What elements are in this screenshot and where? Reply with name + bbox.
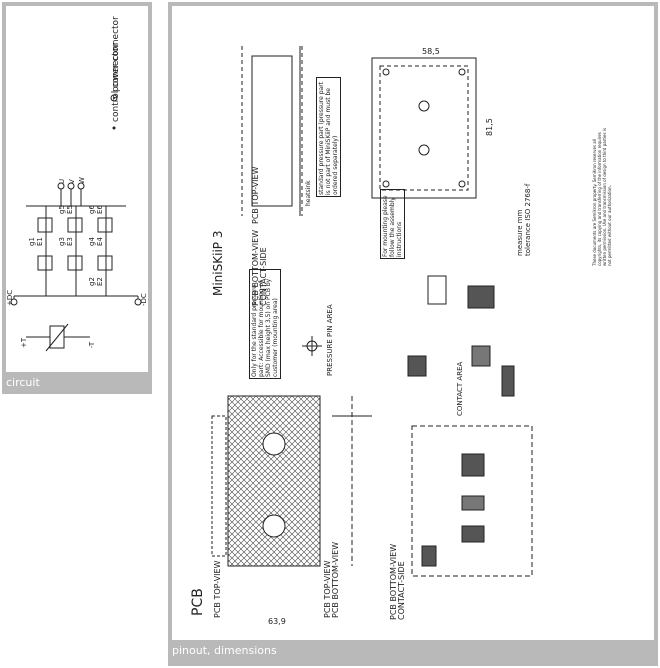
pressure-pin-area-label: PRESSURE PIN AREA bbox=[326, 304, 334, 376]
pcb-bottom-view-upper-label: PCB BOTTOM-VIEW bbox=[251, 230, 260, 306]
copyright-note: These documents are Semikron property. S… bbox=[592, 127, 612, 266]
pin-label-minus-t: -T bbox=[88, 341, 96, 348]
dimension-width: 58,5 bbox=[422, 47, 440, 56]
pinout-panel: MiniSKiiP 3 PCB PCB TOP-VIEW PCB TOP-VIE… bbox=[168, 2, 658, 666]
pinout-drawing: MiniSKiiP 3 PCB PCB TOP-VIEW PCB TOP-VIE… bbox=[190, 46, 612, 626]
dimension-bottom: 63,9 bbox=[268, 617, 286, 626]
pcb-bottom-view-cut-label: PCB BOTTOM-VIEW bbox=[331, 542, 340, 618]
circuit-panel: +DC -DC U V W +T -T g1 E1 g2 E2 g3 E3 g4… bbox=[2, 2, 152, 394]
pcb-label: PCB bbox=[190, 588, 206, 616]
pin-label-u: U bbox=[58, 179, 66, 184]
pin-label-g2: g2 bbox=[88, 277, 96, 286]
pin-label-e3: E3 bbox=[66, 237, 74, 246]
circuit-diagram-area: +DC -DC U V W +T -T g1 E1 g2 E2 g3 E3 g4… bbox=[6, 6, 148, 372]
pin-label-plus-t: +T bbox=[20, 337, 28, 348]
tolerance-note: tolerance ISO 2768-f bbox=[524, 183, 532, 256]
pinout-caption: pinout, dimensions bbox=[172, 644, 277, 657]
pinout-drawing-area: MiniSKiiP 3 PCB PCB TOP-VIEW PCB TOP-VIE… bbox=[172, 6, 654, 640]
mounting-area-note: Only for the standard pressure part: Acc… bbox=[249, 269, 281, 379]
pin-label-minus-dc: -DC bbox=[140, 293, 148, 306]
pin-label-g4: g4 bbox=[88, 237, 96, 246]
pcb-top-view-label: PCB TOP-VIEW bbox=[213, 560, 222, 618]
pressure-part-top-view-label: PCB TOP-VIEW bbox=[251, 166, 260, 224]
pin-label-e6: E6 bbox=[96, 205, 104, 214]
pin-label-e2: E2 bbox=[96, 277, 104, 286]
pin-label-g6: g6 bbox=[88, 205, 96, 214]
legend-power-connector: power connector bbox=[111, 16, 121, 92]
dimension-height: 81,5 bbox=[485, 118, 494, 136]
pcb-top-view-cut-label: PCB TOP-VIEW bbox=[323, 560, 332, 618]
pin-label-e5: E5 bbox=[66, 205, 74, 214]
legend-control-connector: control connector bbox=[111, 43, 121, 122]
contact-area-label: CONTACT AREA bbox=[456, 362, 464, 416]
pin-label-plus-dc: +DC bbox=[6, 290, 14, 306]
pressure-part-note: standard pressure part (pressure part is… bbox=[316, 77, 341, 197]
contact-side-upper-label: CONTACT-SIDE bbox=[259, 247, 268, 306]
pin-label-g1: g1 bbox=[28, 237, 36, 246]
contact-side-label: CONTACT-SIDE bbox=[397, 561, 406, 620]
pin-label-e1: E1 bbox=[36, 237, 44, 246]
pin-label-v: V bbox=[68, 179, 76, 184]
measure-note: measure mm bbox=[516, 209, 524, 256]
circuit-caption: circuit bbox=[6, 376, 40, 389]
pcb-bottom-view-label: PCB BOTTOM-VIEW bbox=[389, 544, 398, 620]
assembly-note: For mounting please follow the assembly … bbox=[380, 189, 405, 259]
circuit-diagram: +DC -DC U V W +T -T g1 E1 g2 E2 g3 E3 g4… bbox=[6, 16, 148, 352]
heatsink-label: heatsink bbox=[305, 180, 312, 206]
pin-label-g5: g5 bbox=[58, 205, 66, 214]
pin-label-g3: g3 bbox=[58, 237, 66, 246]
pin-label-e4: E4 bbox=[96, 237, 104, 246]
pin-label-w: W bbox=[78, 177, 86, 184]
drawing-title: MiniSKiiP 3 bbox=[211, 231, 225, 296]
